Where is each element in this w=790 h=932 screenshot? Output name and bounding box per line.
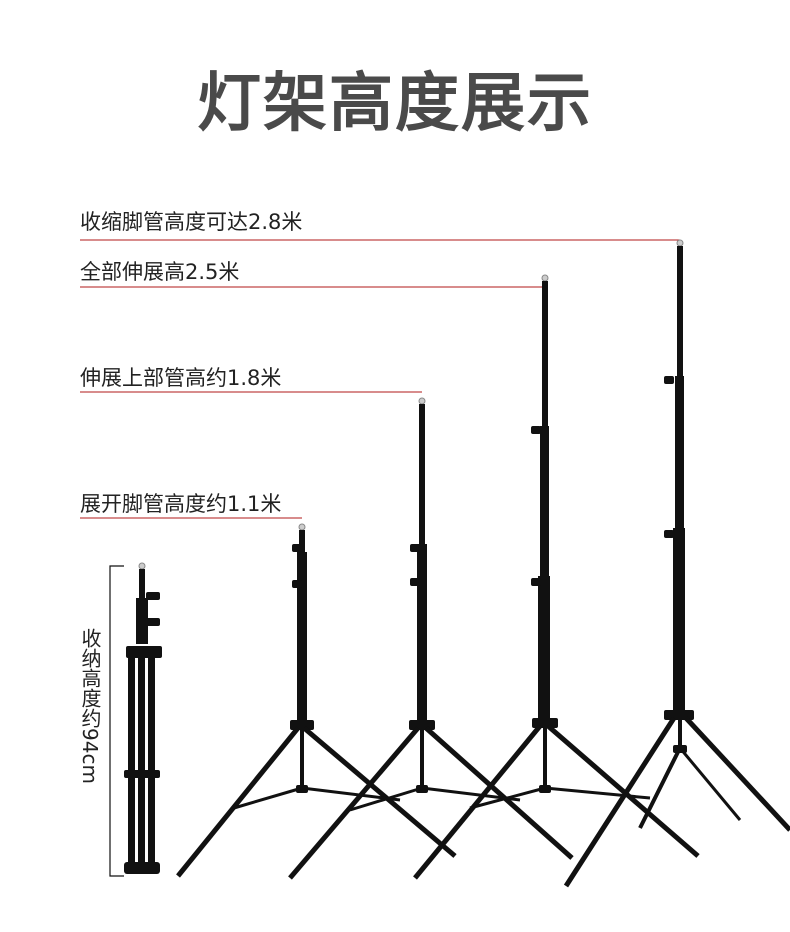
folded-height-label: 收纳高度约94cm xyxy=(78,628,102,784)
stand-2-8m xyxy=(563,239,790,888)
folded-height-value: 94cm xyxy=(78,728,102,784)
folded-stand xyxy=(124,562,162,874)
label-height-2-8m: 收缩脚管高度可达2.8米 xyxy=(80,210,303,234)
label-height-2-5m: 全部伸展高2.5米 xyxy=(80,260,240,284)
label-height-1-8m: 伸展上部管高约1.8米 xyxy=(80,366,282,390)
folded-height-text: 收纳高度约 xyxy=(78,628,102,728)
folded-height-bracket xyxy=(109,565,124,877)
stand-1-1m xyxy=(176,523,457,878)
page-title: 灯架高度展示 xyxy=(197,67,593,141)
stand-2-5m xyxy=(413,274,700,880)
label-height-1-1m: 展开脚管高度约1.1米 xyxy=(80,492,282,516)
stand-1-8m xyxy=(288,397,574,880)
